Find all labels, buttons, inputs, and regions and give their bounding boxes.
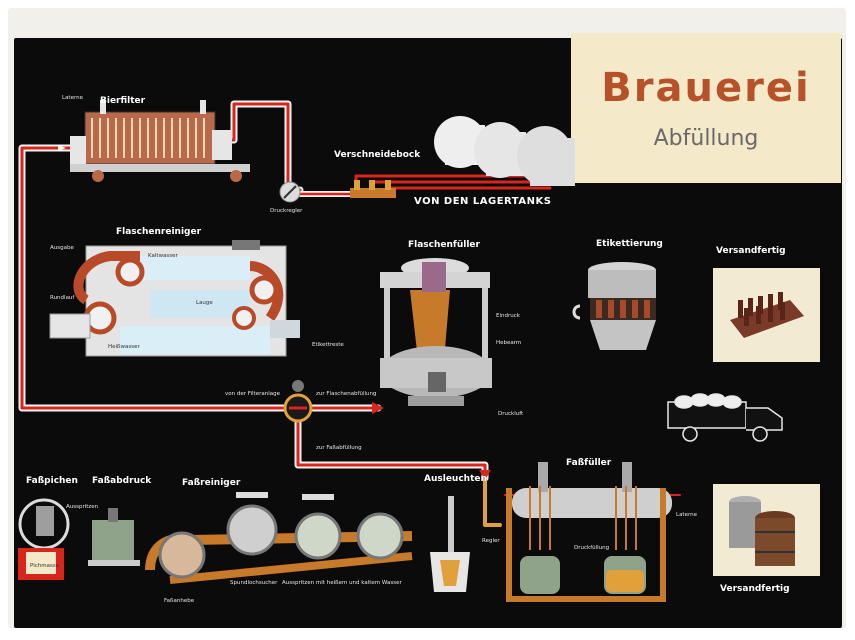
- page-subtitle: Abfüllung: [653, 126, 759, 151]
- fassfueller-machine: [506, 462, 672, 602]
- fassreiniger-line: [145, 492, 413, 584]
- lagertanks-label: VON DEN LAGERTANKS: [414, 196, 552, 207]
- druckluft-label: Druckluft: [498, 411, 524, 417]
- lauge-label: Lauge: [196, 300, 213, 306]
- barrel-image: [729, 496, 795, 566]
- verschneidebock-valve: [350, 180, 396, 198]
- hebearm-label: Hebearm: [496, 340, 522, 346]
- fasspichen-machine: [18, 498, 70, 580]
- fassanhebe-label: Faßanhebe: [164, 598, 195, 604]
- etikettierung-label: Etikettierung: [596, 239, 663, 249]
- fassabdruck-machine: [88, 508, 140, 566]
- versandfertig-top-label: Versandfertig: [716, 246, 786, 256]
- kaltwasser-label: Kaltwasser: [148, 253, 178, 259]
- flaschenreiniger-label: Flaschenreiniger: [116, 227, 202, 237]
- heisswasser-label: Heißwasser: [108, 344, 140, 350]
- zur-fassabfuellung-label: zur Faßabfüllung: [316, 445, 362, 451]
- etikettreste-label: Etikettreste: [312, 342, 344, 348]
- fassreiniger-label: Faßreiniger: [182, 478, 241, 488]
- zur-flaschenabfuellung-label: zur Flaschenabfüllung: [316, 391, 377, 397]
- verschneidebock-label: Verschneidebock: [334, 150, 421, 160]
- fasspichen-label: Faßpichen: [26, 476, 78, 486]
- ausspritzen-label: Ausspritzen: [66, 504, 99, 510]
- flaschenreiniger-machine: [49, 240, 300, 357]
- page-title: Brauerei: [601, 65, 811, 111]
- fassfueller-label: Faßfüller: [566, 458, 612, 468]
- ausgabe-label: Ausgabe: [50, 245, 74, 251]
- truck-image: [667, 393, 783, 442]
- fassabdruck-label: Faßabdruck: [92, 476, 152, 486]
- eindruck-label: Eindruck: [496, 313, 520, 319]
- lagertanks: [434, 116, 575, 186]
- rundlauf-label: Rundlauf: [50, 295, 75, 301]
- flaschenfueller-label: Flaschenfüller: [408, 240, 480, 250]
- ausspritzen-wasser-label: Ausspritzen mit heißem und kaltem Wasser: [282, 580, 402, 586]
- druckregler-label: Druckregler: [270, 208, 303, 214]
- pichmasse-label: Pichmasse: [30, 563, 60, 569]
- laterne-top-label: Laterne: [62, 95, 84, 101]
- title-panel: Brauerei Abfüllung: [571, 33, 841, 183]
- laterne-bottom-label: Laterne: [676, 512, 698, 518]
- von-filteranlage-label: von der Filteranlage: [225, 391, 280, 397]
- ausleuchten-station: [430, 496, 470, 592]
- regler-label: Regler: [482, 538, 500, 544]
- bierfilter-machine: [70, 100, 250, 182]
- flaschenfueller-machine: [380, 258, 492, 406]
- ausleuchten-label: Ausleuchten: [424, 474, 487, 484]
- bierfilter-label: Bierfilter: [100, 96, 146, 106]
- versandfertig-bottom-label: Versandfertig: [720, 584, 790, 594]
- etikettierung-machine: [572, 262, 656, 350]
- druckfuellung-label: Druckfüllung: [574, 545, 610, 551]
- beer-crate-image: [730, 292, 804, 338]
- spundlochsucher-label: Spundlochsucher: [230, 580, 278, 586]
